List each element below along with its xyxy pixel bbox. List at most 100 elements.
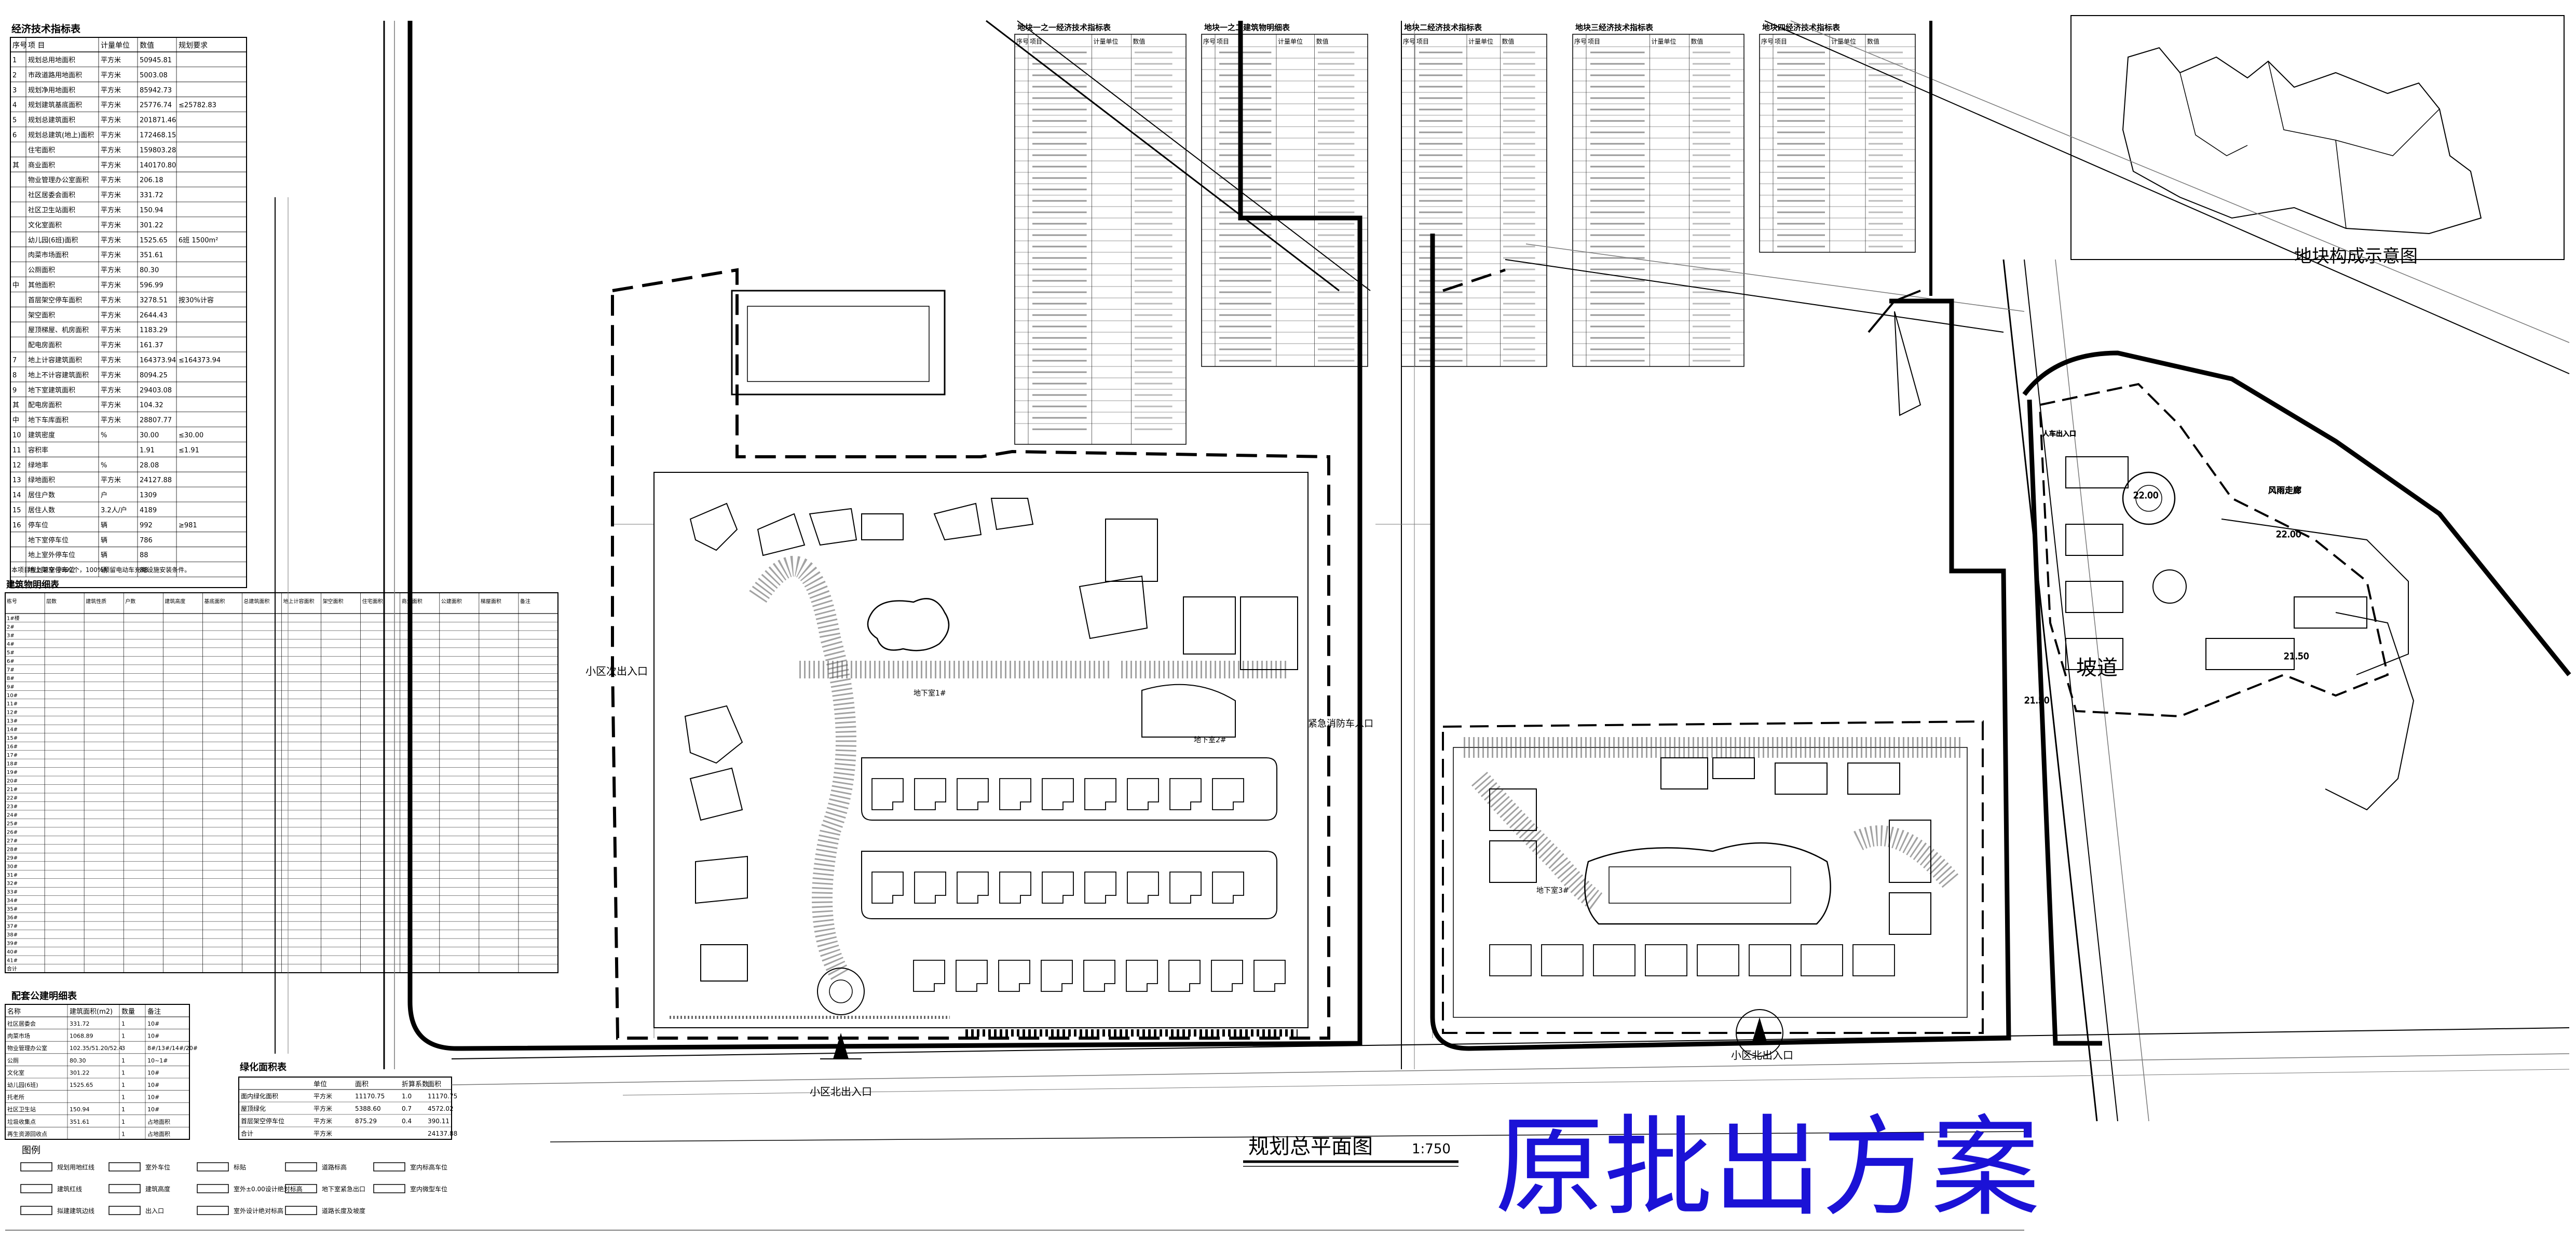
main-table-cell: 平方米	[101, 296, 121, 304]
main-table-cell: 物业管理办公室面积	[28, 176, 89, 184]
facility-table-cell: 102.35/51.20/52.4	[70, 1045, 122, 1052]
main-table-header: 项 目	[28, 42, 45, 50]
legend-swatch	[108, 1162, 141, 1172]
legend: 图例 规划用地红线建筑红线拟建建筑边线室外车位建筑高度出入口标贴室外±0.00设…	[20, 1145, 447, 1215]
building-table-row-id: 3#	[7, 633, 15, 638]
townhouse-block	[957, 778, 989, 810]
townhouse-block	[999, 871, 1031, 904]
east-elevation-c: 21.50	[2024, 696, 2050, 706]
legend-item-label: 室内标高车位	[410, 1163, 447, 1171]
townhouse-block	[1697, 944, 1739, 976]
townhouse-block	[999, 778, 1031, 810]
townhouse-block	[956, 960, 988, 992]
top-table-header: 项目	[1775, 38, 1787, 45]
main-table-cell: 绿地面积	[28, 476, 55, 484]
townhouse-block	[1852, 944, 1895, 976]
legend-swatch	[373, 1162, 405, 1172]
main-table-cell: %	[101, 461, 107, 469]
building-table-row-id: 4#	[7, 642, 15, 647]
main-table-cell: 平方米	[101, 476, 121, 484]
facility-table-cell: 1	[121, 1082, 125, 1088]
main-table-cell: 文化室面积	[28, 221, 62, 229]
townhouse-block	[998, 960, 1030, 992]
main-table-cell: 配电房面积	[28, 401, 62, 410]
building-table-row-id: 2#	[7, 624, 15, 630]
main-table-cell: 辆	[101, 537, 107, 544]
facility-table-cell: 1	[121, 1106, 125, 1113]
title-block: 规划总平面图 1:750	[5, 1135, 2024, 1231]
facility-table-cell: 10~1#	[147, 1057, 168, 1064]
main-table-cell: 肉菜市场面积	[28, 251, 69, 260]
building-table-row-id: 25#	[7, 821, 18, 827]
facility-table-cell: 1	[121, 1057, 125, 1064]
green-table-cell: 屋顶绿化	[241, 1105, 266, 1112]
top-table-header: 序号	[1203, 37, 1216, 45]
legend-swatch	[108, 1184, 141, 1193]
green-table-title: 绿化面积表	[240, 1061, 287, 1073]
building-table-header: 栋号	[7, 598, 17, 605]
main-table-cell: 社区居委会面积	[28, 191, 75, 199]
main-table-cell: 中	[12, 417, 19, 425]
main-table-cell: 停车位	[28, 521, 48, 529]
main-table-cell: 50945.81	[140, 57, 172, 64]
main-table-cell: 25776.74	[140, 102, 172, 110]
main-table-cell: 786	[140, 537, 153, 544]
main-table-cell: 地上不计容建筑面积	[28, 371, 89, 379]
main-table-cell: 172468.15	[140, 132, 176, 140]
main-table-cell: 平方米	[101, 371, 121, 379]
main-table-cell: ≤1.91	[179, 446, 199, 454]
green-table-cell: 875.29	[355, 1118, 377, 1125]
legend-item-label: 建筑红线	[57, 1185, 82, 1193]
building-table-row-id: 35#	[7, 907, 18, 912]
east-elevation-b: 21.50	[2284, 651, 2309, 662]
facility-table-cell: 物业管理办公室	[7, 1044, 47, 1052]
townhouse-block	[1041, 960, 1073, 992]
main-table-cell: 平方米	[101, 71, 121, 79]
main-table-cell: 辆	[101, 552, 107, 560]
building-table-row-id: 合计	[7, 965, 17, 972]
legend-swatch	[285, 1162, 317, 1172]
main-table-cell: 8094.25	[140, 372, 168, 379]
building-table-header: 总建筑面积	[243, 598, 269, 605]
building-table-row-id: 33#	[7, 890, 18, 895]
label-north-west-entrance: 小区次出入口	[585, 665, 648, 677]
top-table-frame	[1014, 34, 1187, 445]
building-table-row-id: 17#	[7, 753, 18, 758]
main-table-cell: 平方米	[101, 311, 121, 319]
facility-table-cell: 托老所	[7, 1094, 24, 1101]
site-boundary-far-east: 22.00 21.50 21.50 22.00 风雨走廊 人车出入口	[2022, 350, 2571, 1046]
main-table-cell: 地下室建筑面积	[28, 386, 75, 394]
main-table-cell: 按30%计容	[179, 296, 214, 304]
townhouse-block	[1168, 960, 1201, 992]
main-table-cell: 301.22	[140, 222, 163, 229]
main-table-cell: 规划总建筑(地上)面积	[28, 131, 94, 140]
main-table-cell: 建筑密度	[28, 431, 55, 440]
main-table-cell: 206.18	[140, 176, 163, 184]
main-table-cell: 88	[140, 552, 148, 560]
townhouse-block	[1042, 871, 1074, 904]
facility-table-cell: 10#	[147, 1094, 159, 1101]
main-table-cell: 地上室外停车位	[28, 551, 75, 560]
east-parcel	[1464, 737, 1962, 1057]
main-table-cell: 平方米	[101, 146, 121, 154]
main-table-cell: 80.30	[140, 267, 159, 275]
west-townhouse-rows	[871, 778, 1286, 992]
facility-table-cell: 301.22	[70, 1069, 90, 1076]
facility-table-header: 备注	[147, 1007, 161, 1016]
facility-table-title: 配套公建明细表	[11, 990, 77, 1002]
main-table-cell: 其他面积	[28, 282, 55, 290]
facility-table-cell: 文化室	[7, 1069, 24, 1076]
main-table-cell: 1309	[140, 492, 157, 499]
green-table-cell: 11170.75	[428, 1093, 457, 1100]
top-table-header: 序号	[1403, 37, 1415, 45]
main-table-cell: 平方米	[101, 191, 121, 199]
main-table-cell: 幼儿园(6班)面积	[28, 237, 78, 244]
main-table-cell: 140170.80	[140, 161, 176, 169]
legend-item-label: 拟建建筑边线	[57, 1207, 94, 1215]
main-table-cell: 配电房面积	[28, 341, 62, 349]
main-table-cell: 架空面积	[28, 311, 55, 319]
main-table-cell: 住宅面积	[28, 146, 55, 154]
building-table-header: 户数	[125, 598, 135, 605]
